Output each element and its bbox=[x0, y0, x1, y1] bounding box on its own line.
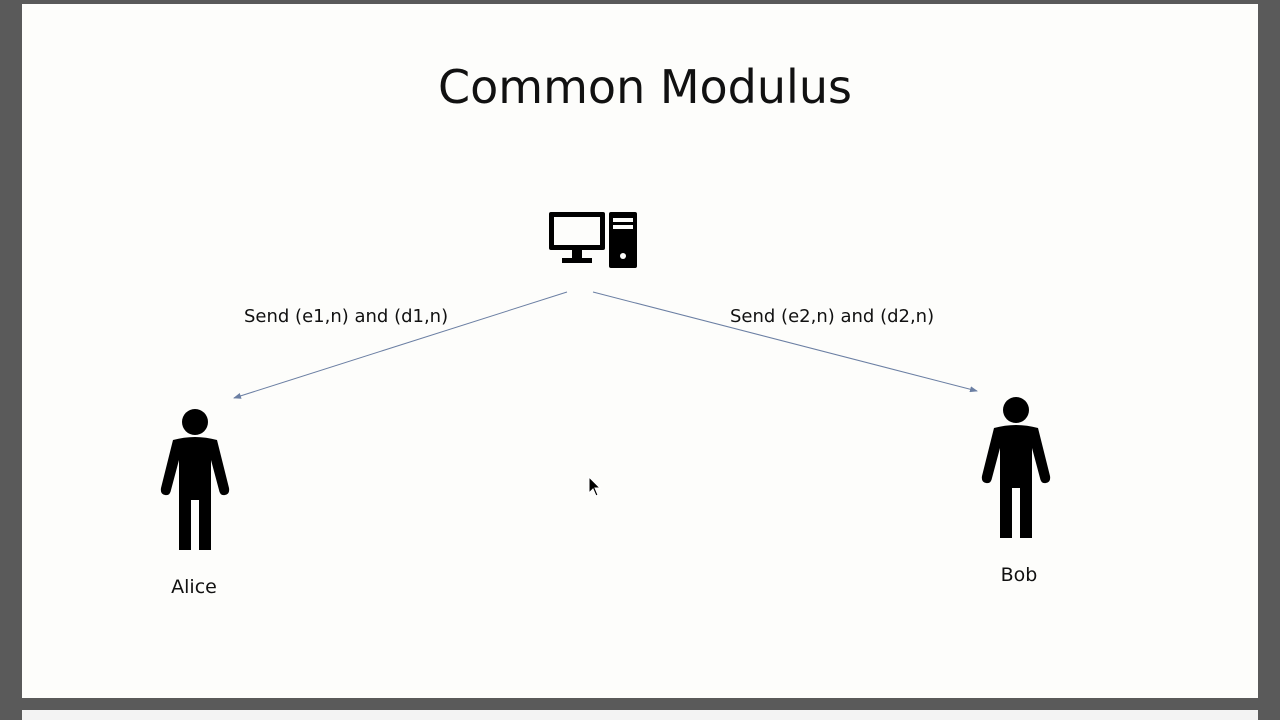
slide-title: Common Modulus bbox=[438, 60, 852, 114]
desktop-computer-icon bbox=[549, 212, 637, 268]
arrow-to-bob bbox=[592, 291, 978, 393]
edge-label-bob: Send (e2,n) and (d2,n) bbox=[730, 306, 935, 327]
bottom-strip bbox=[22, 710, 1258, 720]
person-icon bbox=[160, 409, 230, 550]
mouse-cursor-icon bbox=[588, 476, 602, 497]
person-icon bbox=[981, 397, 1051, 538]
edge-label-alice: Send (e1,n) and (d1,n) bbox=[244, 306, 449, 327]
slide: Common Modulus Send (e1,n) and (d1,n) Se… bbox=[22, 4, 1258, 698]
bob-name: Bob bbox=[1000, 564, 1038, 586]
alice-name: Alice bbox=[171, 576, 217, 598]
arrow-to-alice bbox=[233, 291, 568, 399]
arrow-layer bbox=[233, 291, 978, 399]
